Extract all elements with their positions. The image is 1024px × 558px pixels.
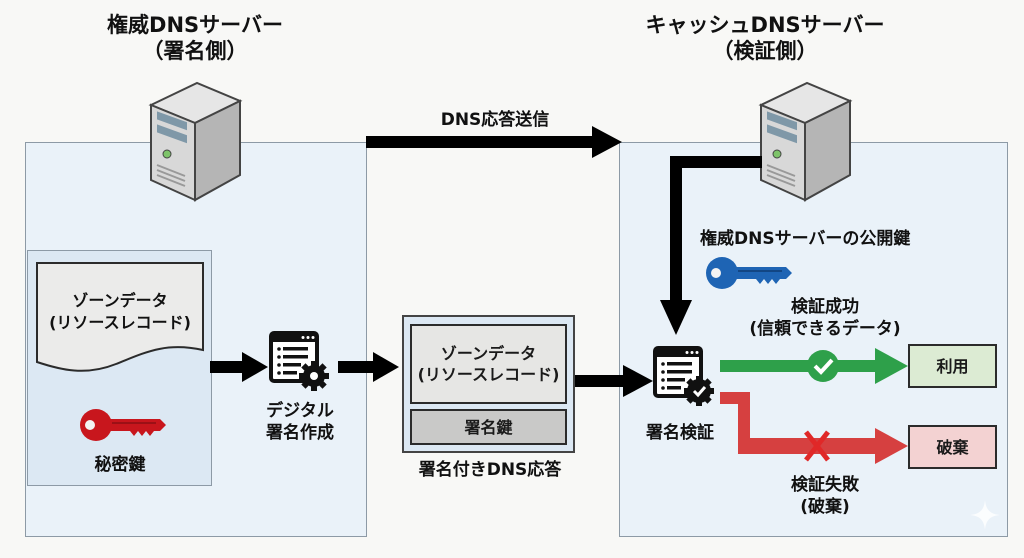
- verification-failure-line2: (破棄): [800, 497, 850, 517]
- arrow-to-signing: [210, 352, 268, 382]
- zone-data-label: ゾーンデータ (リソースレコード): [36, 290, 204, 334]
- use-box: 利用: [908, 344, 997, 388]
- arrow-to-verification: [575, 365, 653, 397]
- signed-zone-data-line1: ゾーンデータ: [440, 344, 537, 363]
- arrow-to-signed-response: [338, 352, 399, 382]
- verification-failure-line1: 検証失敗: [791, 475, 859, 495]
- public-key-icon: [706, 257, 792, 289]
- digital-signing-label-line1: デジタル: [266, 401, 334, 421]
- private-key-icon: [80, 409, 166, 441]
- zone-data-label-line2: (リソースレコード): [49, 313, 191, 332]
- dns-response-send-label: DNS応答送信: [440, 110, 550, 130]
- digital-signing-icon: [269, 331, 329, 391]
- cache-server-title-line1: キャッシュDNSサーバー: [645, 13, 885, 37]
- cache-server-panel: [619, 142, 1008, 537]
- public-key-delivery-arrow: [660, 156, 762, 335]
- dns-response-send-arrow: [366, 126, 622, 158]
- authoritative-server-title: 権威DNSサーバー （署名側）: [60, 12, 330, 64]
- signature-key-label: 署名鍵: [464, 417, 513, 437]
- discard-box: 破棄: [908, 425, 997, 469]
- cache-server-title: キャッシュDNSサーバー （検証側）: [620, 12, 910, 64]
- digital-signing-label-line2: 署名作成: [266, 423, 334, 443]
- signed-zone-data-box: ゾーンデータ (リソースレコード): [410, 324, 567, 404]
- verification-success-line2: (信頼できるデータ): [749, 319, 901, 339]
- authoritative-server-title-line1: 権威DNSサーバー: [107, 13, 283, 37]
- cache-server-icon: [758, 81, 853, 202]
- signature-verification-icon: [653, 346, 714, 406]
- signed-zone-data-line2: (リソースレコード): [417, 365, 560, 384]
- zone-data-document: [36, 262, 204, 372]
- verification-success-label: 検証成功 (信頼できるデータ): [730, 296, 920, 340]
- public-key-label: 権威DNSサーバーの公開鍵: [700, 229, 911, 249]
- verification-success-line1: 検証成功: [791, 297, 859, 317]
- verification-success-arrow: [720, 348, 908, 384]
- zone-data-label-line1: ゾーンデータ: [72, 291, 168, 310]
- private-key-label: 秘密鍵: [94, 455, 146, 475]
- cache-server-title-line2: （検証側）: [712, 39, 818, 63]
- signature-verification-label: 署名検証: [646, 423, 714, 443]
- discard-label: 破棄: [936, 437, 969, 457]
- signature-key-box: 署名鍵: [410, 409, 567, 445]
- sparkle-watermark-icon: [970, 500, 1000, 530]
- verification-failure-label: 検証失敗 (破棄): [770, 474, 880, 518]
- digital-signing-label: デジタル 署名作成: [240, 400, 360, 444]
- authoritative-server-icon: [148, 81, 243, 202]
- signed-dns-response-caption: 署名付きDNS応答: [418, 460, 562, 480]
- use-label: 利用: [936, 356, 969, 376]
- verification-failure-arrow: [720, 392, 908, 464]
- authoritative-server-title-line2: （署名側）: [142, 39, 248, 63]
